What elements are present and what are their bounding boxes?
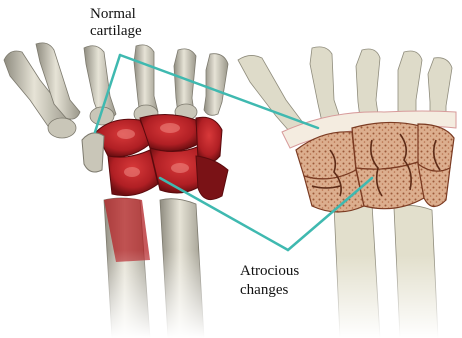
label-atrocious-changes-line1: Atrocious [240, 263, 299, 280]
right-forearm [330, 202, 445, 338]
label-atrocious-changes-line2: changes [240, 282, 288, 299]
left-carpals-inflamed [82, 114, 228, 199]
left-forearm [100, 198, 210, 338]
left-wrist-inflamed [4, 43, 228, 338]
label-normal-cartilage-line2: cartilage [90, 23, 142, 40]
label-normal-cartilage-line1: Normal [90, 6, 136, 23]
